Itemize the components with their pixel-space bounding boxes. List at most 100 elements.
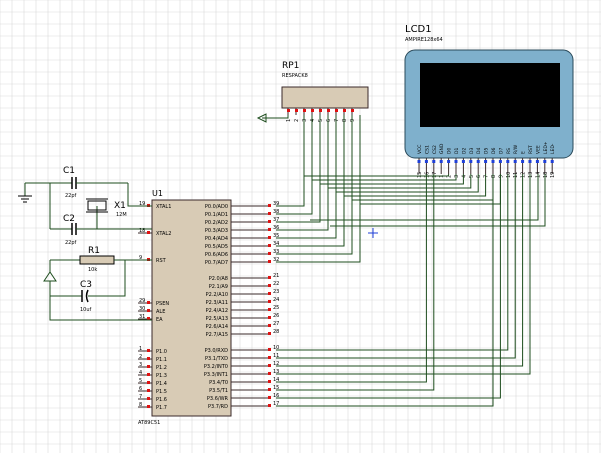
lcd-pin-number: 19 — [550, 172, 556, 178]
lcd-pin-name: D6 — [491, 148, 497, 154]
u1-pin-name: P1.0 — [156, 349, 167, 355]
u1-pin-number: 24 — [273, 297, 279, 303]
u1-pin-number: 35 — [273, 233, 279, 239]
c1-value-label: 22pf — [65, 193, 77, 199]
lcd-pin-marker — [432, 160, 436, 163]
u1-pin-marker — [147, 231, 150, 234]
net-wire — [344, 174, 487, 197]
c1-ref-label: C1 — [63, 166, 75, 176]
u1-pin-number: 29 — [139, 298, 145, 304]
u1-pin-number: 4 — [139, 370, 142, 376]
rp1-pin-marker — [287, 109, 290, 112]
u1-pin-number: 21 — [273, 273, 279, 279]
u1-pin-name: P1.4 — [156, 381, 167, 387]
interconnect-wires — [276, 115, 546, 407]
lcd-pin-marker — [535, 160, 539, 163]
u1-pin-marker — [268, 380, 271, 383]
lcd-pin-marker — [469, 160, 473, 163]
u1-pin-number: 28 — [273, 329, 279, 335]
u1-pin-marker — [268, 252, 271, 255]
u1-pin-number: 25 — [273, 305, 279, 311]
rp1-ref-label: RP1 — [282, 61, 299, 71]
u1-pin-marker — [268, 388, 271, 391]
u1-pin-number: 12 — [273, 361, 279, 367]
net-wire — [276, 115, 353, 255]
u1-pin-marker — [268, 396, 271, 399]
u1-pin-marker — [268, 276, 271, 279]
u1-pin-name: P0.1/AD1 — [205, 212, 228, 218]
lcd-pin-number: 12 — [521, 172, 527, 178]
rp1-pin-marker — [311, 109, 314, 112]
u1-pin-number: 30 — [139, 306, 145, 312]
clock-circuit[interactable]: C1 22pf X1 12M C2 22pf R1 10k C3 10uf — [18, 166, 152, 321]
lcd-pin-marker — [476, 160, 480, 163]
lcd-pin-number: 10 — [506, 172, 512, 178]
u1-pin-name: P0.5/AD5 — [205, 244, 228, 250]
net-wire — [276, 115, 361, 263]
lcd-pin-number: 4 — [461, 175, 467, 178]
u1-pin-number: 11 — [273, 353, 279, 359]
u1-pin-marker — [268, 300, 271, 303]
lcd-pin-number: 13 — [528, 172, 534, 178]
u1-pin-number: 38 — [273, 209, 279, 215]
rp1-pin-number: 3 — [302, 119, 308, 122]
u1-pin-name: P1.7 — [156, 405, 167, 411]
u1-pin-marker — [268, 284, 271, 287]
u1-pin-name: P3.2/INT0 — [204, 364, 228, 370]
net-wire — [276, 174, 427, 383]
u1-pin-number: 32 — [273, 257, 279, 263]
power-arrow-icon — [43, 271, 57, 282]
lcd-pin-marker — [528, 160, 532, 163]
u1-pin-marker — [268, 244, 271, 247]
u1-pin-number: 6 — [139, 386, 142, 392]
rp1-pin-number: 6 — [326, 119, 332, 122]
u1-pin-name: P3.7/RD — [208, 404, 228, 410]
u1-pin-number: 26 — [273, 313, 279, 319]
lcd-pin-name: D5 — [484, 148, 490, 154]
r1-body — [79, 255, 115, 265]
u1-pin-name: P1.1 — [156, 357, 167, 363]
u1-pin-name: P0.0/AD0 — [205, 204, 228, 210]
rp1-pin-marker — [343, 109, 346, 112]
u1-pin-number: 37 — [273, 217, 279, 223]
net-wire — [328, 174, 472, 189]
lcd-pin-number: 6 — [476, 175, 482, 178]
u1-pin-number: 17 — [273, 401, 279, 407]
u1-pin-marker — [268, 260, 271, 263]
lcd-pin-number: 17 — [432, 172, 438, 178]
lcd-pin-marker — [424, 160, 428, 163]
r1-ref-label: R1 — [88, 246, 100, 256]
net-wire — [276, 115, 329, 231]
u1-pin-name: ALE — [156, 309, 165, 315]
net-wire — [276, 115, 337, 239]
u1-pin-number: 2 — [139, 354, 142, 360]
lcd-pin-marker — [417, 160, 421, 163]
net-wire — [276, 174, 494, 407]
lcd-pin-name: D0 — [447, 148, 453, 154]
u1-pin-number: 15 — [273, 385, 279, 391]
u1-ref-label: U1 — [152, 189, 163, 198]
lcd-pin-number: 8 — [491, 175, 497, 178]
lcd-pins: VCC15CS116CS217GND1D02D13D24D35D46D57D68… — [417, 141, 556, 178]
u1-pin-marker — [268, 316, 271, 319]
c2-ref-label: C2 — [63, 214, 75, 224]
u1-pin-marker — [147, 405, 150, 408]
net-wire — [320, 174, 464, 185]
rp1-pin-marker — [303, 109, 306, 112]
net-wire — [276, 174, 531, 375]
lcd-pin-name: RST — [528, 145, 534, 154]
u1-pin-number: 13 — [273, 369, 279, 375]
net-wire — [276, 115, 321, 223]
u1-pin-number: 14 — [273, 377, 279, 383]
u1-pin-marker — [147, 349, 150, 352]
lcd-pin-marker — [454, 160, 458, 163]
lcd1-component[interactable]: LCD1 AMPIRE128x64 VCC15CS116CS217GND1D02… — [404, 24, 574, 178]
net-wire — [276, 115, 345, 247]
lcd-pin-name: D7 — [498, 148, 504, 154]
u1-pin-name: P2.7/A15 — [206, 332, 228, 338]
net-wire — [276, 174, 524, 367]
